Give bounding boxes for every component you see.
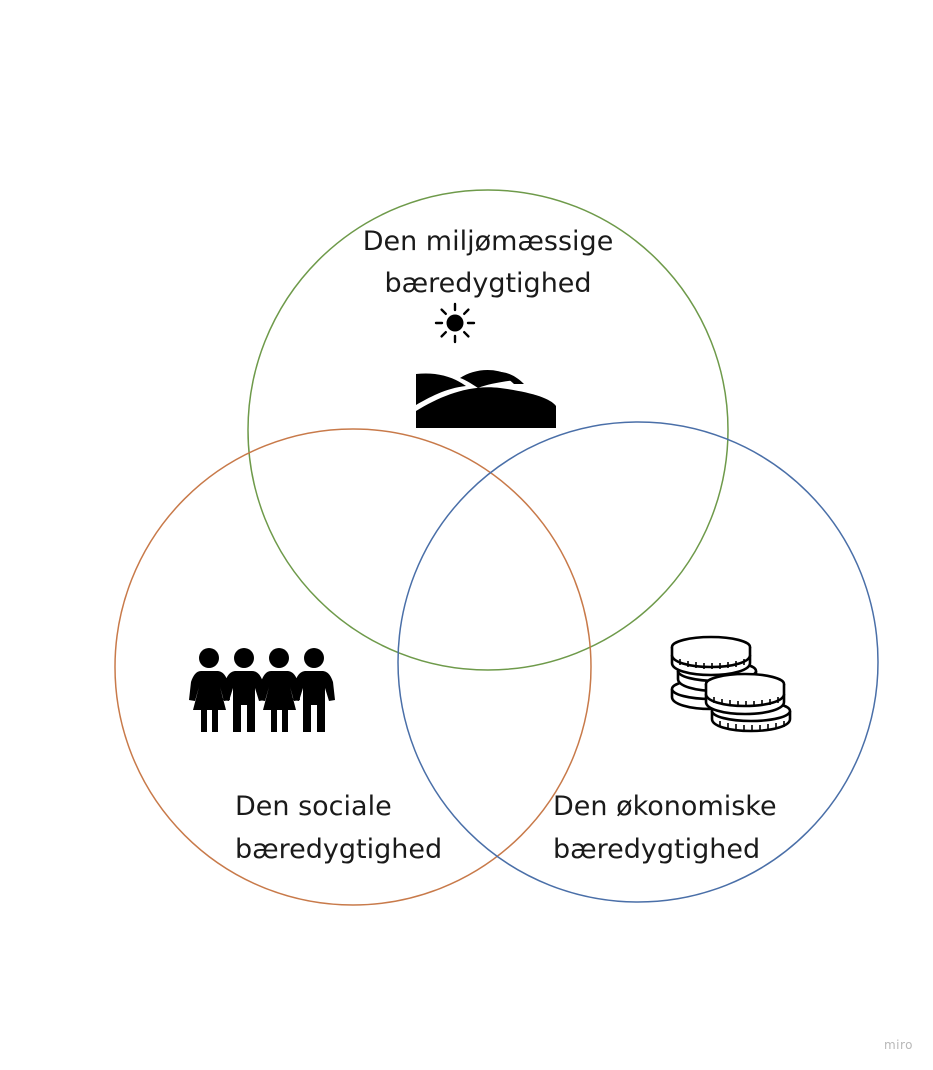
social-label-line2: bæredygtighed [235, 834, 442, 865]
environmental-label-line2: bæredygtighed [384, 268, 591, 299]
environmental-circle [247, 189, 729, 671]
miro-watermark: miro [883, 1038, 913, 1052]
economic-circle [397, 421, 879, 903]
sun-icon [434, 302, 476, 344]
economic-label-line2: bæredygtighed [553, 834, 760, 865]
social-circle [114, 428, 592, 906]
social-label-line1: Den sociale [235, 791, 392, 822]
coins-stack-icon [670, 635, 792, 733]
landscape-hills-icon [416, 370, 556, 428]
people-group-icon [189, 648, 335, 732]
economic-label-line1: Den økonomiske [553, 791, 777, 822]
environmental-label-line1: Den miljømæssige [363, 226, 614, 257]
